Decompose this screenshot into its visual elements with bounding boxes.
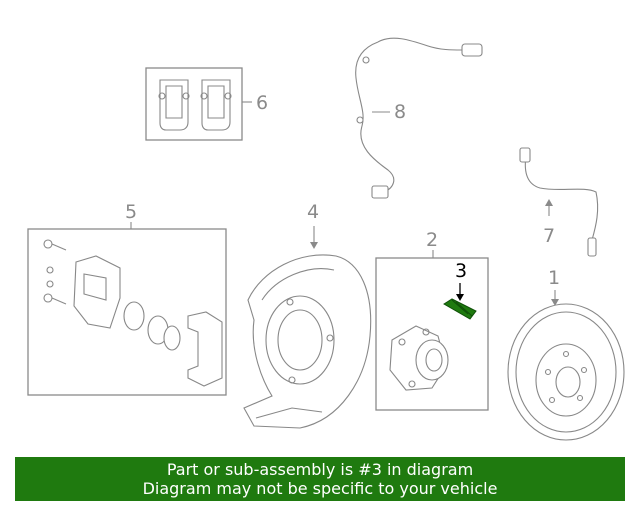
caliper-group[interactable]: 5 [27,201,227,396]
hub-group[interactable]: 2 3 [375,229,489,411]
rotor-group[interactable]: 1 [507,267,625,441]
brake-pad-left [158,79,190,131]
dust-shield-group[interactable]: 4 [243,201,372,429]
caliper-bracket [187,311,223,387]
callout-4[interactable]: 4 [307,201,319,223]
brake-rotor [507,303,625,441]
callout-7[interactable]: 7 [543,225,555,247]
callout-8[interactable]: 8 [394,101,406,123]
piston [123,301,145,331]
parts-diagram: 6 8 7 5 [27,37,625,441]
brake-hose [524,155,599,241]
abs-connector [461,43,483,57]
brake-pad-right [200,79,232,131]
callout-3[interactable]: 3 [455,260,467,282]
banner-line-2: Diagram may not be specific to your vehi… [142,479,498,498]
caliper-bolts [43,239,67,305]
abs-sensor-wire [355,41,395,193]
hub-bolt-highlight[interactable] [443,298,477,320]
abs-sensor-head [371,185,389,199]
callout-2[interactable]: 2 [426,229,438,251]
brake-hose-group[interactable]: 7 [519,147,599,257]
callout-5[interactable]: 5 [125,201,137,223]
banner-line-1: Part or sub-assembly is #3 in diagram [166,460,474,479]
callout-1[interactable]: 1 [548,267,560,289]
brake-pads-group[interactable]: 6 [145,67,268,141]
abs-sensor-group[interactable]: 8 [355,37,483,199]
fitment-banner: Part or sub-assembly is #3 in diagram Di… [15,457,625,501]
wheel-hub [389,325,449,391]
callout-6[interactable]: 6 [256,92,268,114]
